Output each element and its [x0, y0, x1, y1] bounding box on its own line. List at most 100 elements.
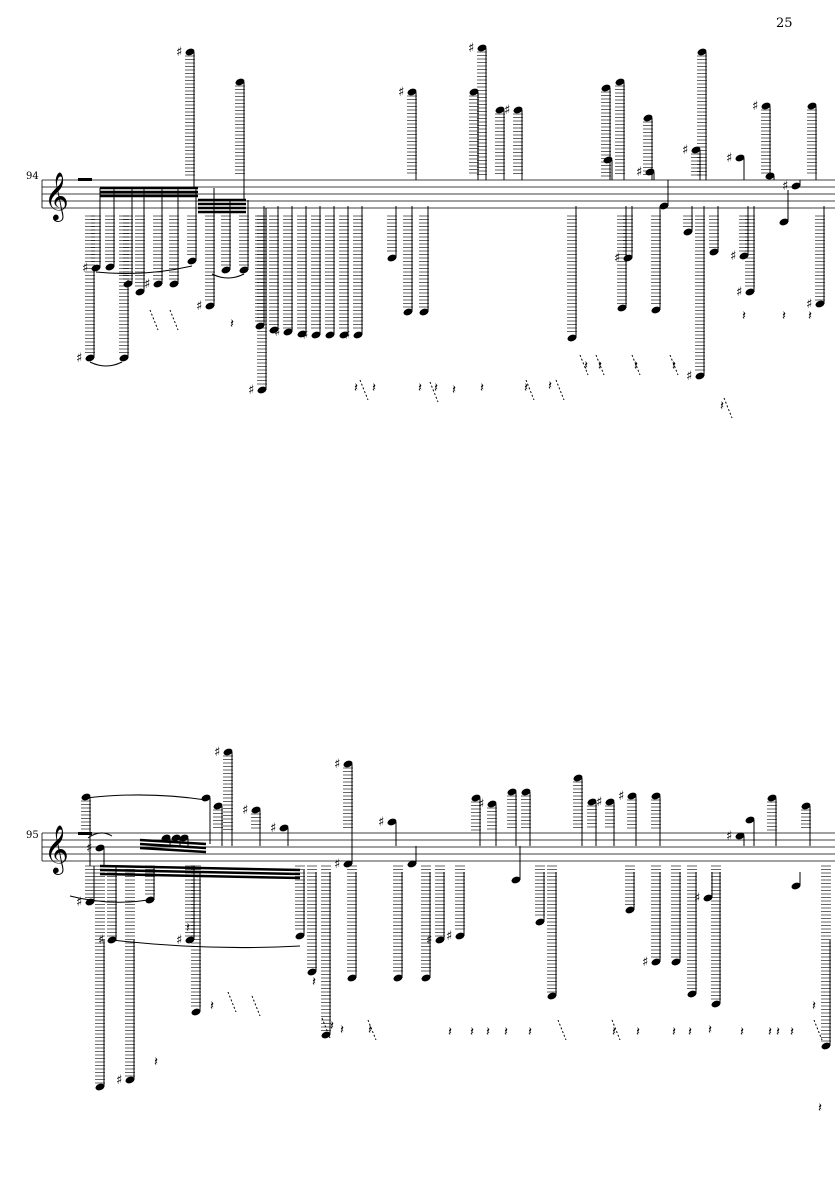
whole-rest	[78, 178, 92, 181]
sharp-icon: ♯	[176, 45, 182, 60]
quarter-rest-icon: 𝄽	[470, 1025, 474, 1040]
note	[119, 215, 129, 362]
note	[807, 102, 817, 180]
quarter-rest-icon: 𝄽	[636, 1025, 640, 1040]
note	[421, 865, 431, 982]
note	[643, 114, 653, 180]
sharp-icon: ♯	[242, 803, 248, 818]
sharp-icon: ♯	[686, 369, 692, 384]
sharp-icon: ♯	[248, 383, 254, 398]
note	[81, 793, 91, 866]
note: ♯	[334, 757, 353, 846]
sharp-icon: ♯	[426, 933, 432, 948]
note: ♯	[116, 865, 135, 1088]
quarter-rest-icon: 𝄽	[790, 1025, 794, 1040]
quarter-rest-icon: 𝄽	[340, 1023, 344, 1038]
note: ♯	[618, 789, 637, 846]
note: ♯	[86, 841, 105, 866]
quarter-rest-icon: 𝄽	[368, 1023, 372, 1038]
quarter-rest-icon: 𝄽	[372, 381, 376, 396]
sharp-icon: ♯	[76, 895, 82, 910]
note	[471, 794, 481, 846]
measure-number: 95	[26, 830, 39, 841]
note: ♯	[730, 206, 749, 264]
note	[821, 865, 831, 1050]
note: ♯	[248, 208, 267, 398]
note	[307, 865, 317, 976]
sharp-icon: ♯	[694, 891, 700, 906]
sharp-icon: ♯	[334, 857, 340, 872]
quarter-rest-icon: 𝄽	[584, 359, 588, 374]
note: ♯	[446, 865, 465, 944]
note	[213, 802, 223, 846]
note	[325, 206, 335, 339]
sharp-icon: ♯	[76, 351, 82, 366]
note	[615, 78, 625, 180]
note: ♯	[398, 85, 417, 180]
note	[767, 794, 777, 846]
quarter-rest-icon: 𝄽	[312, 975, 316, 990]
sharp-icon: ♯	[682, 143, 688, 158]
quarter-rest-icon: 𝄽	[782, 309, 786, 324]
quarter-rest-icon: 𝄽	[708, 1023, 712, 1038]
quarter-rest-icon: 𝄽	[528, 1025, 532, 1040]
note	[779, 190, 789, 226]
note	[95, 865, 105, 1091]
note	[269, 206, 279, 334]
sharp-icon: ♯	[378, 815, 384, 830]
sharp-icon: ♯	[806, 297, 812, 312]
sharp-icon: ♯	[302, 328, 308, 343]
note: ♯	[726, 151, 745, 180]
sharp-icon: ♯	[98, 933, 104, 948]
note	[587, 798, 597, 846]
note: ♯	[196, 188, 215, 314]
sharp-icon: ♯	[614, 251, 620, 266]
note	[145, 865, 155, 904]
note	[765, 172, 775, 180]
note: ♯	[752, 99, 771, 180]
note	[105, 188, 115, 271]
note	[711, 865, 721, 1008]
note: ♯	[478, 797, 497, 846]
note: ♯	[98, 865, 117, 948]
quarter-rest-icon: 𝄽	[418, 381, 422, 396]
note: ♯	[76, 865, 95, 910]
sharp-icon: ♯	[468, 41, 474, 56]
quarter-rest-icon: 𝄽	[720, 399, 724, 414]
quarter-rest-icon: 𝄽	[354, 381, 358, 396]
note	[603, 156, 613, 180]
note: ♯	[270, 821, 289, 846]
note	[683, 206, 693, 236]
note: ♯	[344, 206, 363, 343]
note: ♯	[596, 795, 615, 846]
note	[535, 865, 545, 926]
quarter-rest-icon: 𝄽	[672, 359, 676, 374]
quarter-rest-icon: 𝄽	[486, 1025, 490, 1040]
note	[697, 48, 707, 180]
quarter-rest-icon: 𝄽	[776, 1025, 780, 1040]
quarter-rest-icon: 𝄽	[154, 1055, 158, 1070]
sharp-icon: ♯	[726, 151, 732, 166]
note: ♯	[334, 846, 353, 872]
whole-rest	[78, 832, 92, 835]
note	[169, 188, 179, 288]
quarter-rest-icon: 𝄽	[480, 381, 484, 396]
quarter-rest-icon: 𝄽	[548, 379, 552, 394]
note: ♯	[726, 829, 745, 846]
note: ♯	[176, 45, 195, 188]
note: ♯	[806, 206, 825, 312]
note	[179, 834, 189, 846]
note: ♯	[242, 803, 261, 846]
quarter-rest-icon: 𝄽	[504, 1025, 508, 1040]
sharp-icon: ♯	[274, 325, 280, 340]
note	[617, 206, 627, 312]
sharp-icon: ♯	[446, 929, 452, 944]
note: ♯	[642, 865, 661, 970]
note	[601, 84, 611, 180]
note	[507, 788, 517, 846]
note	[419, 206, 429, 316]
sharp-icon: ♯	[176, 933, 182, 948]
note	[403, 206, 413, 316]
quarter-rest-icon: 𝄽	[612, 1025, 616, 1040]
sharp-icon: ♯	[596, 795, 602, 810]
